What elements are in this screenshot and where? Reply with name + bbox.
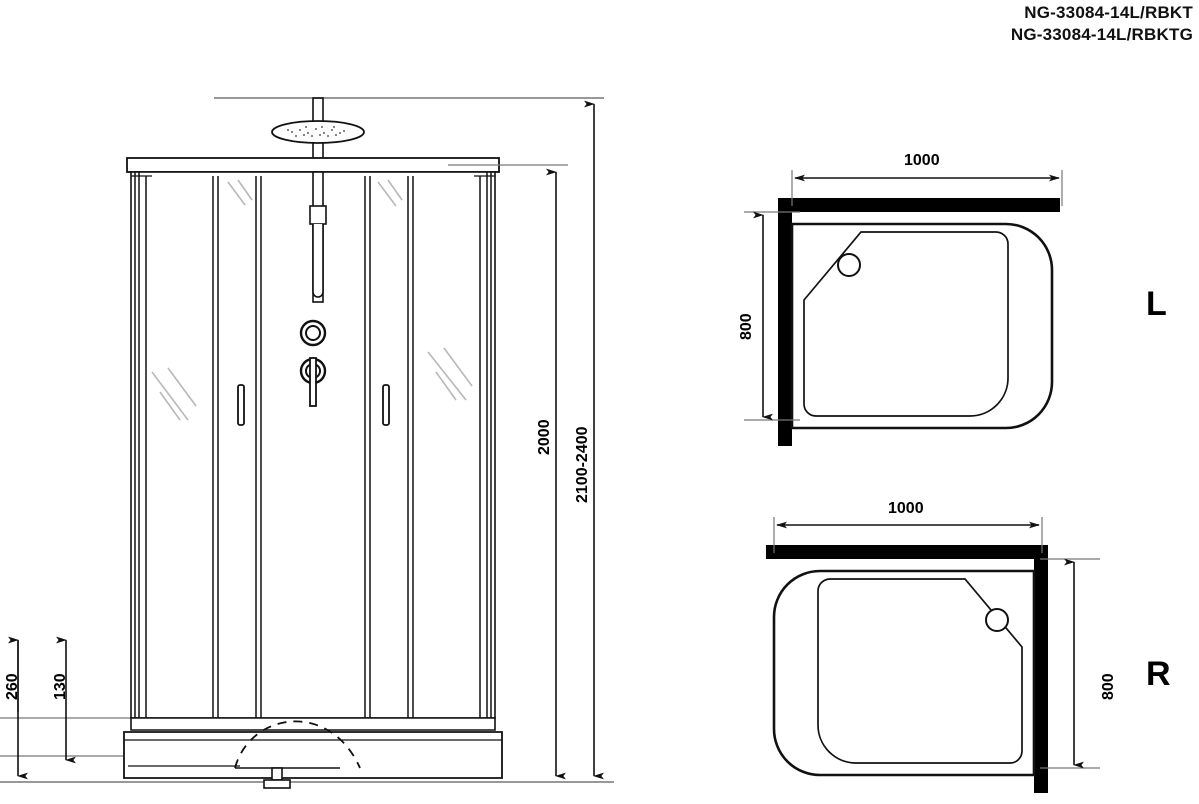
mixer-lever: [299, 357, 327, 407]
glass-reflections: [151, 179, 473, 421]
drain-hole-r: [985, 608, 1009, 632]
variant-letter-l: L: [1146, 285, 1167, 323]
label-depth-l: 800: [738, 313, 755, 340]
dimension-1000-r: [773, 517, 1043, 553]
dimension-800-l: [744, 211, 800, 421]
basin-inner-r: [817, 578, 1023, 764]
right-frame-profile: [474, 172, 495, 718]
dimension-2000: [448, 164, 568, 780]
cabin-top-cap: [126, 157, 500, 173]
label-tray-total: 260: [4, 673, 21, 700]
variant-letter-r: R: [1146, 655, 1171, 693]
label-height-cabin: 2000: [536, 419, 553, 455]
model-title: NG-33084-14L/RBKT NG-33084-14L/RBKTG: [1011, 2, 1193, 47]
door-handle-left[interactable]: [237, 384, 245, 426]
diverter-knob: [299, 319, 327, 347]
riser-rail: [309, 171, 327, 303]
front-elevation: [0, 97, 614, 789]
adjustable-foot: [263, 767, 291, 789]
label-width-r: 1000: [888, 500, 924, 517]
left-frame-profile: [131, 172, 152, 718]
drain-trap-hidden: [234, 720, 361, 769]
label-tray-step: 130: [52, 673, 69, 700]
label-width-l: 1000: [904, 152, 940, 169]
drain-hole-l: [837, 253, 861, 277]
wall-top-l: [778, 198, 1060, 212]
hand-shower-holder: [309, 205, 327, 225]
label-height-range: 2100-2400: [574, 426, 591, 503]
shower-tray: [123, 717, 503, 779]
wall-top-r: [766, 545, 1048, 559]
plan-view-right: [766, 517, 1100, 793]
plan-view-left: [744, 170, 1063, 446]
basin-inner-l: [803, 231, 1009, 417]
panel-mullions: [212, 176, 414, 718]
dimension-1000-l: [791, 170, 1063, 206]
door-handle-right[interactable]: [382, 384, 390, 426]
wall-right-r: [1034, 545, 1048, 793]
label-depth-r: 800: [1100, 673, 1117, 700]
model-title-line1: NG-33084-14L/RBKT: [1024, 3, 1193, 22]
wall-left-l: [778, 198, 792, 446]
model-title-line2: NG-33084-14L/RBKTG: [1010, 25, 1193, 45]
dimension-800-r: [1040, 558, 1100, 769]
rain-shower-head: [271, 97, 365, 161]
